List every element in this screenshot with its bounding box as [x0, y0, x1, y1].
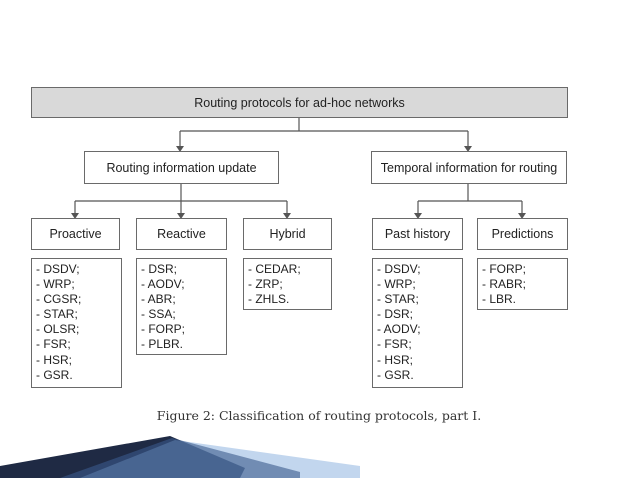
list-item: - FSR;: [377, 337, 412, 352]
node-label: Past history: [384, 227, 451, 241]
list-item: - HSR;: [36, 352, 72, 367]
list-item: - SSA;: [141, 307, 176, 322]
node-label: Temporal information for routing: [380, 160, 558, 175]
list-item: - ZRP;: [248, 277, 283, 292]
list-proactive: - DSDV; - WRP; - CGSR; - STAR; - OLSR; -…: [31, 258, 122, 388]
node-label: Reactive: [157, 227, 206, 241]
list-item: - AODV;: [141, 277, 185, 292]
list-item: - RABR;: [482, 277, 527, 292]
list-item: - FORP;: [482, 262, 526, 276]
list-item: - ABR;: [141, 292, 176, 307]
list-hybrid: - CEDAR; - ZRP; - ZHLS.: [243, 258, 332, 310]
list-item: - CGSR;: [36, 292, 82, 307]
root-node: Routing protocols for ad-hoc networks: [31, 87, 568, 118]
list-item: - GSR.: [36, 367, 73, 382]
list-item: - PLBR.: [141, 337, 184, 352]
list-item: - LBR.: [482, 292, 517, 307]
list-item: - DSR;: [141, 262, 177, 276]
list-predictions: - FORP; - RABR; - LBR.: [477, 258, 568, 310]
node-past-history: Past history: [372, 218, 463, 250]
node-label: Routing information update: [106, 160, 257, 175]
node-label: Hybrid: [269, 227, 306, 241]
list-item: - OLSR;: [36, 322, 80, 337]
list-item: - WRP;: [36, 277, 75, 292]
list-item: - FSR;: [36, 337, 71, 352]
node-temporal-information: Temporal information for routing: [371, 151, 567, 184]
list-item: - ZHLS.: [248, 292, 290, 307]
figure-caption: Figure 2: Classification of routing prot…: [156, 408, 482, 423]
node-proactive: Proactive: [31, 218, 120, 250]
node-label: Predictions: [491, 227, 554, 241]
list-item: - AODV;: [377, 322, 421, 337]
list-reactive: - DSR; - AODV; - ABR; - SSA; - FORP; - P…: [136, 258, 227, 355]
list-past-history: - DSDV; - WRP; - STAR; - DSR; - AODV; - …: [372, 258, 463, 388]
list-item: - STAR;: [377, 292, 419, 307]
list-item: - CEDAR;: [248, 262, 301, 276]
list-item: - DSDV;: [36, 262, 80, 276]
root-label: Routing protocols for ad-hoc networks: [194, 95, 405, 110]
list-item: - FORP;: [141, 322, 185, 337]
list-item: - DSR;: [377, 307, 413, 322]
node-label: Proactive: [49, 227, 102, 241]
list-item: - HSR;: [377, 352, 413, 367]
list-item: - WRP;: [377, 277, 416, 292]
list-item: - DSDV;: [377, 262, 421, 276]
node-predictions: Predictions: [477, 218, 568, 250]
list-item: - GSR.: [377, 367, 414, 382]
list-item: - STAR;: [36, 307, 78, 322]
node-routing-information-update: Routing information update: [84, 151, 279, 184]
node-hybrid: Hybrid: [243, 218, 332, 250]
node-reactive: Reactive: [136, 218, 227, 250]
